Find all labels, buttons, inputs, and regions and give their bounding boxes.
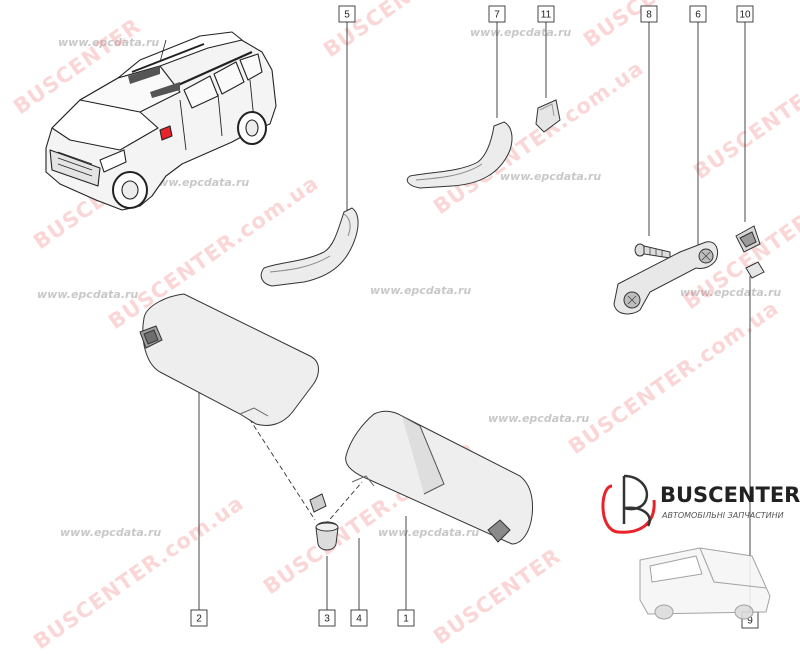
- watermark-site: www.epcdata.ru: [37, 288, 138, 301]
- callout-layer: 5 7 11 8 6 10 2 3 4 1 9: [190, 5, 759, 629]
- callout-label: 11: [541, 10, 552, 21]
- watermark-site: www.epcdata.ru: [60, 526, 161, 539]
- callout-box: [190, 609, 208, 627]
- callout-box: [318, 609, 336, 627]
- callout-label: 9: [747, 616, 753, 627]
- cover-part-10: [735, 225, 761, 253]
- callout-10: 10: [736, 5, 754, 23]
- watermark-site: www.epcdata.ru: [58, 36, 159, 49]
- callout-label: 3: [324, 614, 330, 625]
- callout-3: 3: [318, 609, 336, 627]
- callout-box: [537, 5, 555, 23]
- logo-subtitle: АВТОМОБІЛЬНІ ЗАПЧАСТИНИ: [661, 511, 784, 520]
- sun-visor-part-2: [139, 293, 319, 426]
- watermark-brand: BUSCENTER: [429, 544, 565, 649]
- callout-box: [640, 5, 658, 23]
- callout-label: 2: [196, 614, 202, 625]
- callout-label: 4: [356, 614, 362, 625]
- grab-handle-part-5: [260, 207, 359, 287]
- callout-label: 6: [695, 10, 701, 21]
- callout-4: 4: [350, 609, 368, 627]
- callout-label: 8: [646, 10, 652, 21]
- callout-box: [350, 609, 368, 627]
- callout-7: 7: [488, 5, 506, 23]
- callout-label: 1: [403, 614, 409, 625]
- watermark-site: www.epcdata.ru: [470, 26, 571, 39]
- van-sketch: [639, 547, 771, 620]
- clip-part-9: [745, 261, 765, 279]
- clip-part-3: [315, 521, 339, 551]
- callout-2: 2: [190, 609, 208, 627]
- cap-part-11: [535, 99, 561, 133]
- watermark-site: www.epcdata.ru: [370, 284, 471, 297]
- logo-emblem: [601, 474, 656, 534]
- callout-label: 7: [494, 10, 500, 21]
- watermark-site: www.epcdata.ru: [488, 412, 589, 425]
- callout-11: 11: [537, 5, 555, 23]
- callout-label: 5: [344, 10, 350, 21]
- callout-5: 5: [338, 5, 356, 23]
- grab-handle-part-7: [406, 121, 513, 189]
- callout-label: 10: [739, 10, 751, 21]
- callout-6: 6: [689, 5, 707, 23]
- callout-1: 1: [397, 609, 415, 627]
- callout-box: [397, 609, 415, 627]
- vehicle-illustration: [45, 31, 277, 211]
- watermark-brand-site: BUSCENTER.com.ua: [29, 491, 248, 654]
- brand-logo: BUSCENTER АВТОМОБІЛЬНІ ЗАПЧАСТИНИ: [601, 474, 800, 620]
- sun-visor-part-1: [345, 410, 533, 545]
- watermark-site: www.epcdata.ru: [500, 170, 601, 183]
- callout-box: [488, 5, 506, 23]
- screw-part-8: [634, 243, 671, 259]
- watermark-site: www.epcdata.ru: [378, 526, 479, 539]
- clip-part-4: [309, 493, 327, 513]
- handle-part-6: [613, 241, 719, 315]
- logo-name: BUSCENTER: [660, 483, 800, 507]
- watermark-site: www.epcdata.ru: [148, 176, 249, 189]
- callout-8: 8: [640, 5, 658, 23]
- callout-box: [689, 5, 707, 23]
- callout-box: [338, 5, 356, 23]
- watermark-site: www.epcdata.ru: [680, 286, 781, 299]
- watermark-brand-site: BUSCENTER.com.ua: [429, 56, 648, 219]
- callout-box: [736, 5, 754, 23]
